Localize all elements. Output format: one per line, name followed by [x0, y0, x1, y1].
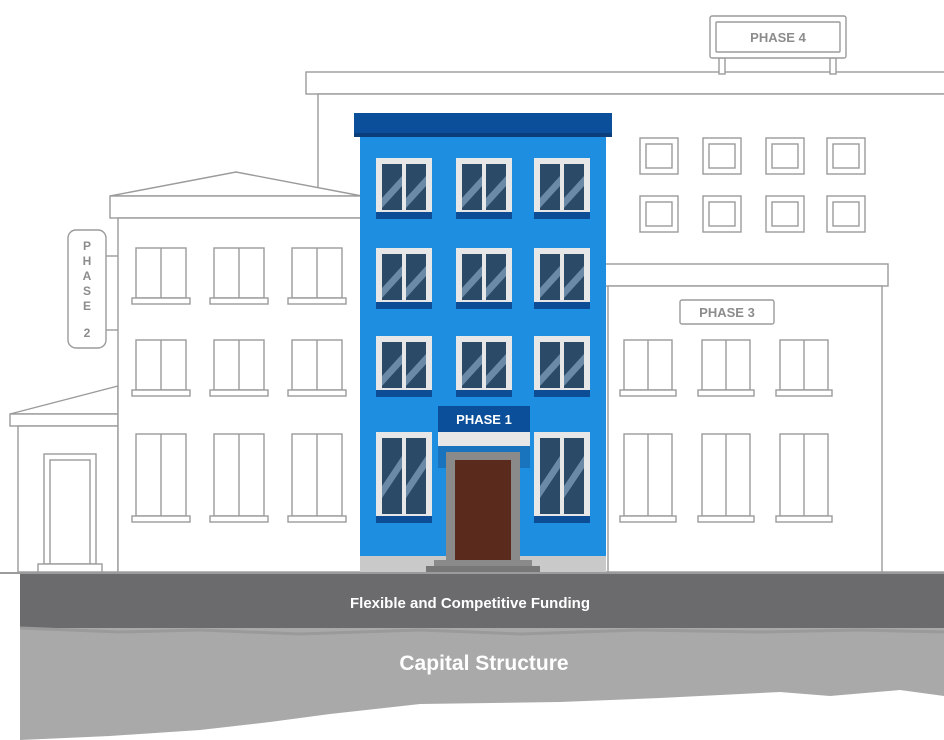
phase2-building: [9, 171, 363, 573]
foundation-label: Capital Structure: [399, 652, 568, 675]
phase2-letter: A: [83, 269, 92, 283]
phase4-windows: [639, 137, 866, 233]
phase2-letter: E: [83, 299, 91, 313]
phase2-windows: [131, 247, 347, 523]
phase2-letter: H: [83, 254, 92, 268]
phase1-window: [456, 248, 512, 309]
funding-band-label: Flexible and Competitive Funding: [350, 595, 590, 612]
phase1-window: [534, 336, 590, 397]
phase3-label: PHASE 3: [699, 305, 755, 320]
phase3-building: [603, 263, 889, 573]
phase1-window: [534, 158, 590, 219]
annex-roof: [9, 385, 119, 415]
phase2-letter: S: [83, 284, 91, 298]
phase1-roof-shadow: [354, 133, 612, 137]
phase3-cornice: [603, 263, 889, 287]
phase1-window: [376, 432, 432, 523]
foundation-edge: [19, 626, 944, 636]
phase1-entrance: [426, 406, 540, 572]
phase1-window: [376, 158, 432, 219]
phase4-sign-inner: [715, 21, 841, 53]
phase1-window: [376, 248, 432, 309]
phase3-sign: [679, 299, 775, 325]
phase1-windows: [376, 158, 590, 523]
funding-band: [20, 574, 944, 628]
phase4-label: PHASE 4: [750, 30, 806, 45]
annex-cornice: [9, 413, 119, 427]
phase2-letter: 2: [84, 326, 91, 340]
phase1-window: [534, 248, 590, 309]
phase1-door: [455, 460, 511, 562]
phase3-windows: [619, 339, 833, 523]
phase1-window: [376, 336, 432, 397]
phase1-window: [534, 432, 590, 523]
annex-door: [49, 459, 91, 565]
phase1-label: PHASE 1: [456, 412, 512, 427]
phase1-window: [456, 158, 512, 219]
phase2-letter: P: [83, 239, 91, 253]
phase2-cornice: [109, 195, 363, 219]
annex-step: [37, 563, 103, 573]
phase1-step-top: [434, 560, 532, 566]
phase4-roof-cornice: [305, 71, 944, 95]
phase1-sign: [438, 406, 530, 432]
ground-line: [0, 572, 944, 574]
phase4-sign-post-right: [829, 57, 837, 75]
phase4-sign-post-left: [718, 57, 726, 75]
phase2-label: P H A S E 2: [83, 239, 92, 340]
foundation-layer: [20, 628, 944, 740]
phase3-facade: [607, 285, 883, 573]
phase1-window: [456, 336, 512, 397]
phase1-awning: [438, 432, 530, 446]
phase2-vertical-sign: [67, 229, 107, 349]
phase1-building: [354, 113, 612, 572]
phase1-step-bottom: [426, 566, 540, 572]
